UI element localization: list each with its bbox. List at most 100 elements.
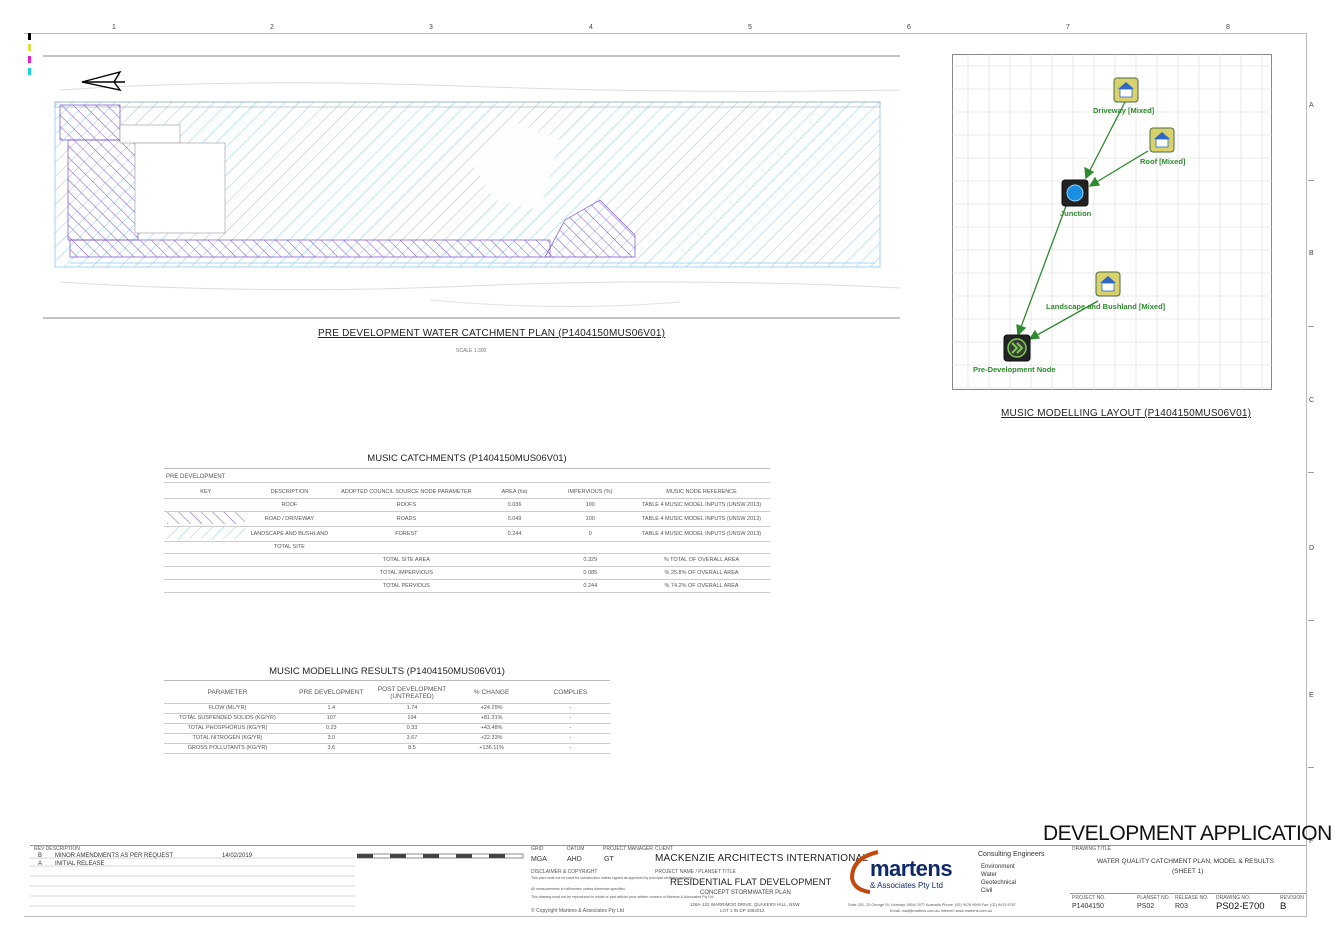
driveway-node-icon[interactable]	[1113, 77, 1139, 103]
junction-node-icon[interactable]	[1061, 179, 1089, 207]
table-cell: 1.4	[290, 703, 372, 714]
drawing-title-label: DRAWING TITLE	[1072, 846, 1111, 852]
column-number: 6	[907, 24, 911, 31]
drawing-sheet-number: (SHEET 1)	[1172, 868, 1204, 875]
swatch-cyan	[28, 68, 31, 75]
row-tick	[1308, 620, 1314, 621]
client-label: CLIENT	[655, 846, 673, 852]
table-cell: 3.6	[290, 743, 372, 754]
datum-label: GRID	[531, 846, 544, 852]
table-cell	[547, 541, 634, 554]
column-number: 7	[1066, 24, 1070, 31]
services-header: Consulting Engineers	[978, 851, 1045, 858]
node-label-pre-development: Pre-Development Node	[973, 365, 1056, 374]
table-cell: % 74.2% OF OVERALL AREA	[633, 579, 770, 593]
table-cell: ROADS	[331, 511, 482, 527]
key-cell	[164, 511, 248, 527]
row-tick	[1308, 326, 1314, 327]
disclaimer-line-3: This drawing must not be reproduced in w…	[531, 895, 715, 899]
table-cell: TABLE 4 MUSIC MODEL INPUTS (UNSW 2013)	[633, 526, 770, 542]
table-cell	[481, 541, 548, 554]
datum-value: MGA	[531, 856, 547, 863]
table-cell: -	[530, 713, 610, 724]
column-number: 2	[270, 24, 274, 31]
table-cell	[331, 541, 482, 554]
site-address: 126A-132 WARRIMOO DRIVE, QUAKERS HILL, N…	[690, 902, 800, 907]
table-cell: 0.23	[290, 723, 372, 734]
lot-description: LOT 1 IN DP 1082012	[720, 908, 765, 913]
table-cell	[633, 541, 770, 554]
revision-label: REVISION	[1280, 895, 1304, 901]
table-row: TOTAL IMPERVIOUS 0.085 % 25.8% OF OVERAL…	[164, 566, 770, 580]
development-application-stamp: DEVELOPMENT APPLICATION	[1043, 822, 1332, 845]
table-row: TOTAL PERVIOUS 0.244 % 74.2% OF OVERALL …	[164, 579, 770, 593]
pre-development-node-icon[interactable]	[1003, 334, 1031, 362]
revision-description: MINOR AMENDMENTS AS PER REQUEST	[55, 853, 174, 859]
table-cell: FLOW (ML/YR)	[164, 703, 291, 714]
table-cell: 1.74	[371, 703, 453, 714]
table-row: TOTAL NITROGEN (KG/YR) 3.0 3.67 +22.33% …	[164, 733, 610, 744]
header-cell: MUSIC NODE REFERENCE	[633, 486, 770, 499]
header-cell: % CHANGE	[452, 683, 531, 704]
header-cell: ADOPTED COUNCIL SOURCE NODE PARAMETER	[331, 486, 482, 499]
key-cell	[164, 526, 248, 542]
catchments-table-title: MUSIC CATCHMENTS (P1404150MUS06V01)	[367, 453, 567, 464]
table-cell	[164, 553, 248, 567]
service-item: Civil	[981, 888, 993, 894]
swatch-yellow	[28, 44, 31, 51]
table-cell: % TOTAL OF OVERALL AREA	[633, 553, 770, 567]
column-number: 1	[112, 24, 116, 31]
header-cell: KEY	[164, 486, 248, 499]
row-tick	[1308, 767, 1314, 768]
table-cell: 0.049	[481, 511, 548, 527]
table-cell: % 25.8% OF OVERALL AREA	[633, 566, 770, 580]
column-number: 3	[429, 24, 433, 31]
table-cell: ROOF	[247, 498, 332, 512]
table-cell: 0.036	[481, 498, 548, 512]
landscape-node-icon[interactable]	[1095, 271, 1121, 297]
table-cell: +24.29%	[452, 703, 531, 714]
results-table-title: MUSIC MODELLING RESULTS (P1404150MUS06V0…	[269, 666, 505, 677]
project-number-label: PROJECT NO.	[1072, 895, 1106, 901]
roof-node-icon[interactable]	[1149, 127, 1175, 153]
height-datum-label: DATUM	[567, 846, 585, 852]
table-cell: TOTAL NITROGEN (KG/YR)	[164, 733, 291, 744]
copyright-note: © Copyright Martens & Associates Pty Ltd	[531, 908, 624, 914]
swatch-magenta	[28, 56, 31, 63]
table-cell: GROSS POLLUTANTS (KG/YR)	[164, 743, 291, 754]
service-item: Geotechnical	[981, 880, 1017, 886]
music-layout-title: MUSIC MODELLING LAYOUT (P1404150MUS06V01…	[1001, 408, 1252, 419]
company-name: martens	[870, 856, 953, 881]
key-swatch-landscape	[166, 526, 245, 539]
martens-logo-icon	[849, 850, 879, 894]
header-cell: PRE DEVELOPMENT	[290, 683, 372, 704]
project-manager-label: PROJECT MANAGER	[603, 846, 653, 852]
title-block-border	[30, 845, 1306, 846]
revision-letter: B	[38, 853, 43, 859]
project-name: RESIDENTIAL FLAT DEVELOPMENT	[670, 877, 832, 888]
table-cell: TABLE 4 MUSIC MODEL INPUTS (UNSW 2013)	[633, 511, 770, 527]
column-number: 5	[748, 24, 752, 31]
table-cell	[481, 553, 548, 567]
table-cell: ROAD / DRIVEWAY	[247, 511, 332, 527]
table-cell: 0.244	[481, 526, 548, 542]
table-cell: -	[530, 743, 610, 754]
row-letter: F	[1309, 838, 1314, 845]
header-cell: DESCRIPTION	[247, 486, 332, 499]
project-number: P1404150	[1072, 903, 1104, 910]
table-cell	[164, 579, 248, 593]
table-cell	[247, 553, 332, 567]
table-cell: 0.085	[547, 566, 634, 580]
client-name: MACKENZIE ARCHITECTS INTERNATIONAL	[655, 853, 869, 864]
table-cell	[481, 579, 548, 593]
project-manager-value: GT	[604, 856, 614, 863]
table-cell: -	[530, 723, 610, 734]
drawing-title: WATER QUALITY CATCHMENT PLAN, MODEL & RE…	[1097, 858, 1274, 865]
table-cell	[247, 566, 332, 580]
pre-development-plan-scale: SCALE 1:300	[456, 348, 487, 354]
table-cell: 100	[547, 511, 634, 527]
table-row: TOTAL SITE AREA 0.329 % TOTAL OF OVERALL…	[164, 553, 770, 567]
table-row: TOTAL SITE	[164, 541, 770, 554]
table-cell: 0	[547, 526, 634, 542]
planset-name: CONCEPT STORMWATER PLAN	[700, 890, 791, 896]
